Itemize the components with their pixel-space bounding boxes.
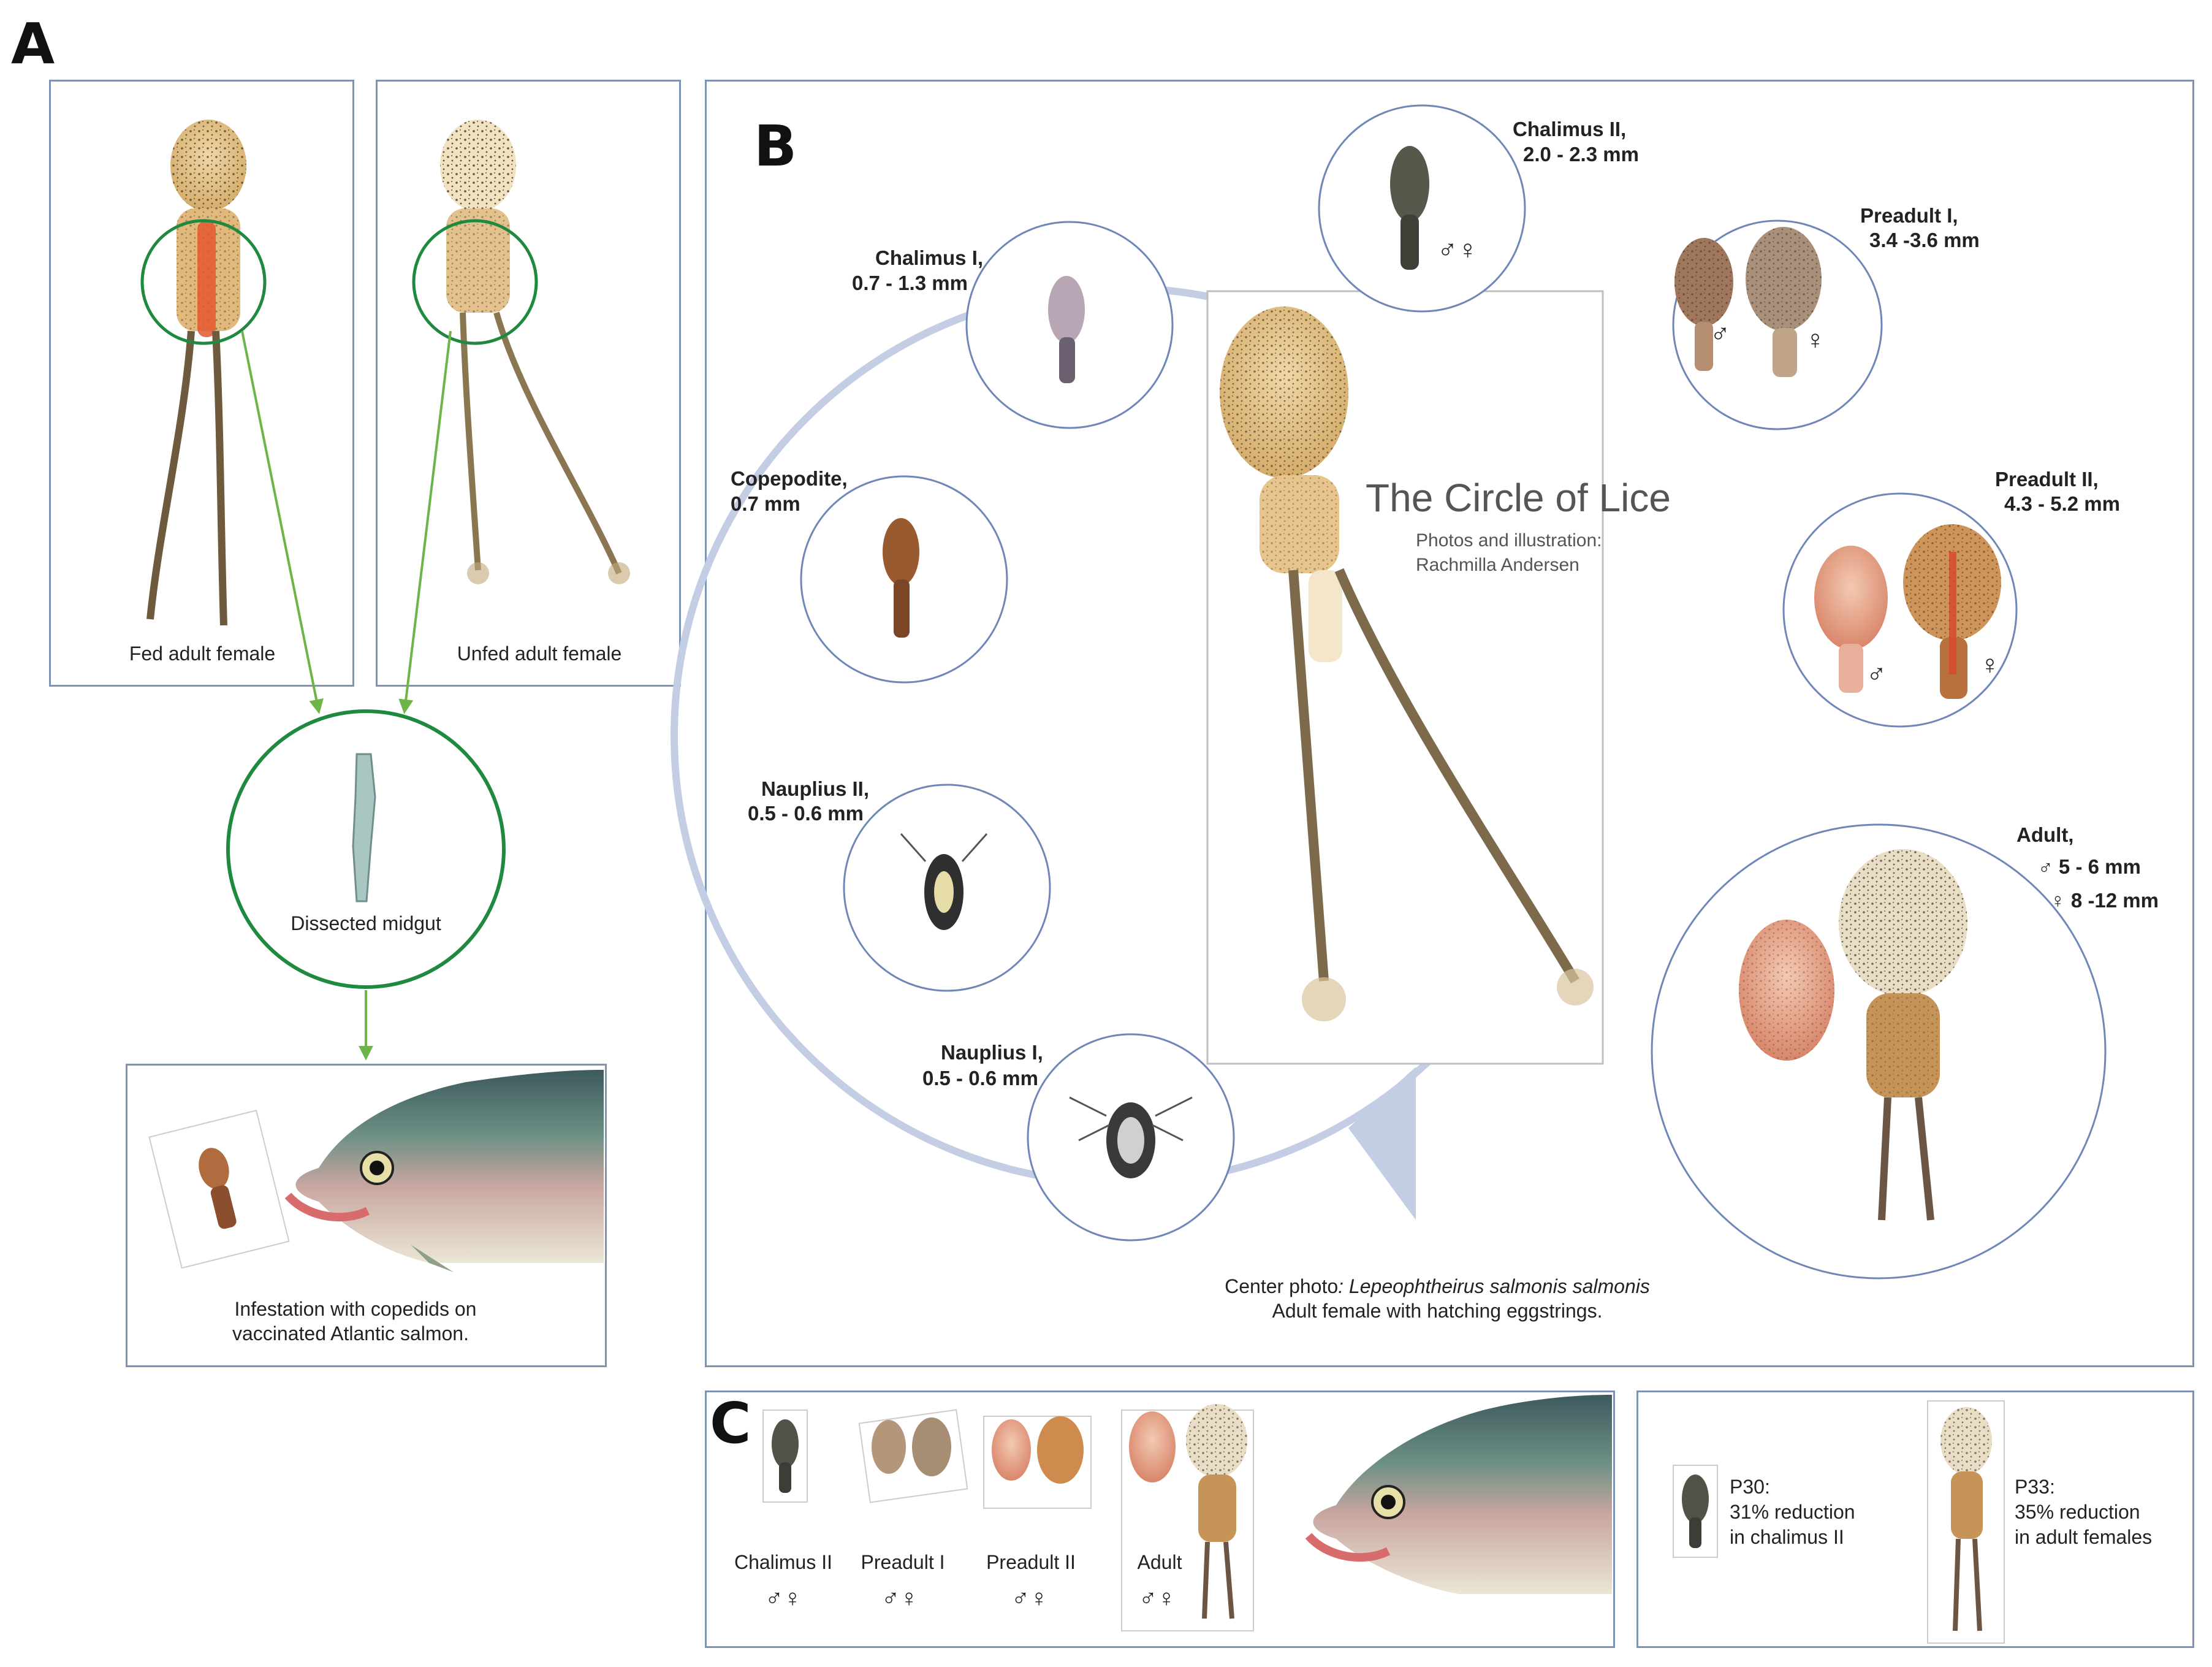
stage-circle-nauplius-ii <box>843 784 1051 992</box>
thumb-preadult-ii <box>983 1416 1092 1509</box>
credit-line2: Rachmilla Andersen <box>1416 555 1579 575</box>
peptide-results-frame <box>1636 1390 2194 1648</box>
stage-chalimus-ii-sex: ♂♀ <box>1437 235 1478 265</box>
stage-circle-nauplius-i <box>1027 1033 1235 1242</box>
p30-chalimus-image <box>1673 1465 1718 1558</box>
stage-circle-adult <box>1651 823 2107 1280</box>
fed-midgut-highlight-circle <box>140 219 267 345</box>
c-stage-chalimus-ii-sex: ♂♀ <box>765 1585 802 1612</box>
stage-nauplius-i-name: Nauplius I, <box>941 1041 1043 1064</box>
stage-nauplius-ii-size: 0.5 - 0.6 mm <box>748 802 864 825</box>
infestation-caption-line1: Infestation with copedids on <box>234 1298 477 1320</box>
fed-to-midgut-arrow <box>241 330 324 714</box>
panel-letter-a: A <box>11 11 55 77</box>
stage-preadult-i-male: ♂ <box>1710 319 1730 349</box>
panel-letter-c: C <box>710 1390 751 1456</box>
stage-preadult-ii-size: 4.3 - 5.2 mm <box>2004 492 2120 515</box>
unfed-midgut-highlight-circle <box>412 219 538 345</box>
salmon-head-a <box>284 1070 604 1272</box>
c-stage-chalimus-ii: Chalimus II <box>734 1551 833 1573</box>
p30-line2: 31% reduction <box>1730 1501 1855 1523</box>
stage-copepodite-size: 0.7 mm <box>731 492 800 515</box>
center-adult-female-louse <box>1220 307 1594 1021</box>
c-stage-preadult-ii: Preadult II <box>986 1551 1076 1573</box>
fed-female-louse <box>146 120 246 626</box>
thumb-preadult-i <box>858 1409 968 1503</box>
stage-adult-male-size: ♂ 5 - 6 mm <box>2038 855 2141 878</box>
copepodid-card <box>148 1109 290 1269</box>
stage-copepodite-name: Copepodite, <box>731 467 848 490</box>
stage-nauplius-ii-name: Nauplius II, <box>761 777 870 800</box>
stage-preadult-i-size: 3.4 -3.6 mm <box>1869 229 1980 251</box>
p33-line3: in adult females <box>2015 1526 2153 1548</box>
credit-line1: Photos and illustration: <box>1416 530 1602 551</box>
thumb-adult <box>1121 1404 1254 1631</box>
center-photo-caption-line2: Adult female with hatching eggstrings. <box>1272 1300 1603 1322</box>
unfed-to-midgut-arrow <box>398 330 452 714</box>
stage-preadult-ii-male: ♂ <box>1866 659 1887 689</box>
thumb-chalimus-ii <box>762 1410 808 1503</box>
center-caption-prefix: Center photo <box>1225 1275 1339 1297</box>
stage-chalimus-i-size: 0.7 - 1.3 mm <box>852 272 968 294</box>
c-stage-preadult-i-sex: ♂♀ <box>881 1585 918 1612</box>
stage-preadult-ii-female: ♀ <box>1980 650 2000 680</box>
cycle-direction-arrowhead <box>1348 1067 1416 1220</box>
stage-chalimus-i-name: Chalimus I, <box>875 246 984 269</box>
p33-line1: P33: <box>2015 1476 2055 1498</box>
stage-chalimus-ii-size: 2.0 - 2.3 mm <box>1523 143 1639 166</box>
unfed-adult-female-frame <box>376 80 681 687</box>
infestation-caption-line2: vaccinated Atlantic salmon. <box>232 1322 469 1345</box>
dissected-midgut-label: Dissected midgut <box>291 912 441 934</box>
c-stage-adult: Adult <box>1137 1551 1182 1573</box>
c-stage-preadult-i: Preadult I <box>861 1551 945 1573</box>
stage-preadult-i-female: ♀ <box>1805 325 1825 355</box>
stage-adult-name: Adult, <box>2016 823 2074 846</box>
unfed-female-louse <box>440 120 630 584</box>
p30-line3: in chalimus II <box>1730 1526 1844 1548</box>
center-photo-caption-line1: Center photo: Lepeophtheirus salmonis sa… <box>1225 1275 1650 1298</box>
stage-circle-chalimus-i <box>965 221 1174 429</box>
stage-circle-preadult-ii <box>1782 492 2018 728</box>
p30-result: P30: 31% reduction in chalimus II <box>1730 1474 1855 1550</box>
midgut-tissue <box>352 753 376 902</box>
fed-adult-female-label: Fed adult female <box>129 643 276 665</box>
center-caption-species: : Lepeophtheirus salmonis salmonis <box>1338 1275 1650 1297</box>
stage-circle-chalimus-ii <box>1318 104 1526 313</box>
stage-preadult-i-name: Preadult I, <box>1860 204 1958 227</box>
stage-circle-copepodite <box>800 475 1008 684</box>
salmon-head-c <box>1305 1395 1612 1594</box>
c-stage-adult-sex: ♂♀ <box>1139 1585 1176 1612</box>
unfed-adult-female-label: Unfed adult female <box>457 643 622 665</box>
p33-result: P33: 35% reduction in adult females <box>2015 1474 2152 1550</box>
cycle-title: The Circle of Lice <box>1366 476 1671 520</box>
p30-line1: P30: <box>1730 1476 1770 1498</box>
stage-chalimus-ii-name: Chalimus II, <box>1513 118 1627 140</box>
stage-adult-female-size: ♀ 8 -12 mm <box>2050 889 2159 912</box>
p33-adult-female-image <box>1927 1400 2005 1644</box>
stage-circle-preadult-i <box>1672 219 1883 430</box>
panel-letter-b: B <box>754 113 797 179</box>
stage-preadult-ii-name: Preadult II, <box>1995 468 2099 490</box>
stage-nauplius-i-size: 0.5 - 0.6 mm <box>922 1067 1038 1089</box>
c-stage-preadult-ii-sex: ♂♀ <box>1011 1585 1048 1612</box>
p33-line2: 35% reduction <box>2015 1501 2140 1523</box>
